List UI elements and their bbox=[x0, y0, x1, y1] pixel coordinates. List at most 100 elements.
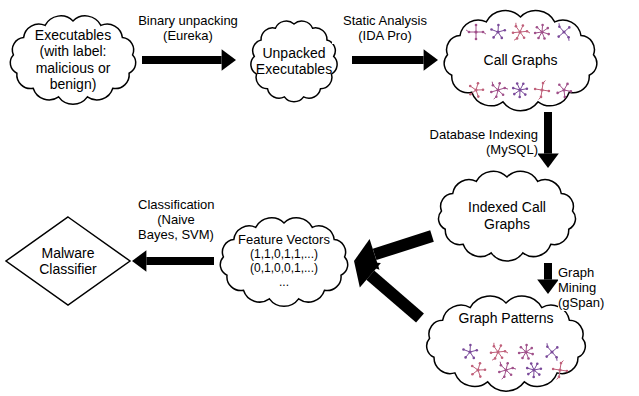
graph-vertex bbox=[524, 93, 527, 96]
graph-vertex bbox=[548, 90, 551, 93]
graph-vertex bbox=[522, 83, 525, 86]
graph-vertex bbox=[527, 357, 530, 360]
node-title: Unpacked Executables bbox=[254, 45, 334, 77]
arrow-shaft bbox=[352, 56, 424, 64]
graph-vertex bbox=[518, 88, 521, 91]
graph-vertex bbox=[502, 94, 505, 97]
graph-vertex bbox=[541, 24, 544, 27]
data-cloud: Indexed Call Graphs bbox=[432, 168, 582, 263]
graph-vertex bbox=[523, 36, 526, 39]
step-label: Binary unpacking (Eureka) bbox=[136, 14, 240, 44]
graph-vertex bbox=[558, 84, 561, 87]
graph-edge bbox=[547, 343, 548, 347]
graph-vertex bbox=[512, 87, 515, 90]
graph-vertex bbox=[476, 368, 479, 371]
cloud-shape bbox=[220, 218, 347, 306]
arrow-shaft bbox=[146, 257, 214, 265]
graph-edge bbox=[492, 82, 494, 86]
graph-vertex bbox=[496, 30, 499, 33]
graph-edge bbox=[513, 368, 516, 369]
graph-vertex bbox=[492, 36, 495, 39]
graph-vertex bbox=[471, 365, 474, 368]
graph-vertex bbox=[479, 362, 482, 365]
graph-vertex bbox=[568, 26, 571, 29]
arrow-head bbox=[537, 154, 559, 168]
graph-vertex bbox=[536, 363, 539, 366]
graph-vertex bbox=[562, 88, 565, 91]
graph-vertex bbox=[532, 376, 535, 379]
graph-vertex bbox=[522, 24, 525, 27]
flow-arrow bbox=[132, 250, 214, 272]
graph-vertex bbox=[474, 88, 477, 91]
arrow-head bbox=[424, 49, 438, 71]
graph-vertex bbox=[469, 344, 472, 347]
graph-vertex bbox=[564, 96, 567, 99]
step-label: Database Indexing (MySQL) bbox=[418, 128, 538, 158]
graph-vertex bbox=[534, 32, 537, 35]
graph-vertex bbox=[500, 344, 503, 347]
graph-vertex bbox=[513, 93, 516, 96]
flow-arrow bbox=[352, 49, 438, 71]
arrow-shaft bbox=[544, 263, 552, 280]
graph-vertex bbox=[538, 373, 541, 376]
graph-vertex bbox=[531, 353, 534, 356]
graph-vertex bbox=[504, 29, 507, 32]
graph-vertex bbox=[526, 367, 529, 370]
arrow-head bbox=[354, 261, 381, 287]
graph-vertex bbox=[536, 26, 539, 29]
node-title: Malware Classifier bbox=[32, 245, 104, 277]
graph-vertex bbox=[543, 37, 546, 40]
graph-vertex bbox=[530, 362, 533, 365]
graph-edge bbox=[514, 38, 517, 40]
graph-vertex bbox=[527, 373, 530, 376]
graph-vertex bbox=[477, 95, 480, 98]
graph-edge bbox=[502, 377, 505, 379]
graph-vertex bbox=[526, 87, 529, 90]
vector-row: (0,1,0,0,1,...) bbox=[250, 262, 318, 276]
graph-edge bbox=[539, 97, 541, 100]
graph-vertex bbox=[516, 82, 519, 85]
graph-vertex bbox=[524, 350, 527, 353]
graph-vertex bbox=[558, 368, 561, 371]
graph-vertex bbox=[534, 88, 537, 91]
graph-vertex bbox=[468, 350, 471, 353]
step-label: Static Analysis (IDA Pro) bbox=[332, 14, 438, 44]
node-title: Feature Vectors bbox=[238, 233, 330, 248]
graph-edge bbox=[543, 81, 545, 84]
graph-vertex bbox=[556, 92, 559, 95]
graph-vertex bbox=[557, 35, 560, 38]
graph-vertex bbox=[518, 352, 521, 355]
data-cloud: Call Graphs bbox=[438, 8, 603, 112]
graph-vertex bbox=[504, 368, 507, 371]
graph-vertex bbox=[531, 347, 534, 350]
graph-vertex bbox=[566, 370, 569, 373]
graph-vertex bbox=[462, 348, 465, 351]
graph-edge bbox=[557, 377, 559, 380]
node-title: Indexed Call Graphs bbox=[457, 199, 557, 231]
graph-vertex bbox=[547, 33, 550, 36]
vector-row: (1,1,0,1,1,...) bbox=[250, 248, 318, 262]
graph-edge bbox=[568, 37, 569, 41]
arrow-shaft bbox=[375, 236, 432, 254]
graph-vertex bbox=[566, 83, 569, 86]
graph-vertex bbox=[479, 375, 482, 378]
graph-vertex bbox=[525, 344, 528, 347]
graph-vertex bbox=[512, 31, 515, 34]
graph-vertex bbox=[484, 369, 487, 372]
graph-vertex bbox=[469, 93, 472, 96]
graph-edge bbox=[483, 32, 486, 34]
graph-vertex bbox=[501, 356, 504, 359]
graph-vertex bbox=[518, 30, 521, 33]
graph-edge bbox=[500, 362, 502, 366]
arrow-head bbox=[537, 280, 559, 294]
classifier-diamond: Malware Classifier bbox=[4, 215, 132, 307]
data-cloud: Feature Vectors(1,1,0,1,1,...)(0,1,0,0,1… bbox=[214, 214, 354, 309]
flow-arrow bbox=[537, 263, 559, 294]
graph-vertex bbox=[498, 82, 501, 85]
graph-vertex bbox=[490, 28, 493, 31]
node-title: Call Graphs bbox=[481, 52, 561, 68]
graph-vertex bbox=[482, 89, 485, 92]
graph-vertex bbox=[552, 368, 555, 371]
graph-edge bbox=[493, 343, 494, 347]
graph-vertex bbox=[496, 350, 499, 353]
